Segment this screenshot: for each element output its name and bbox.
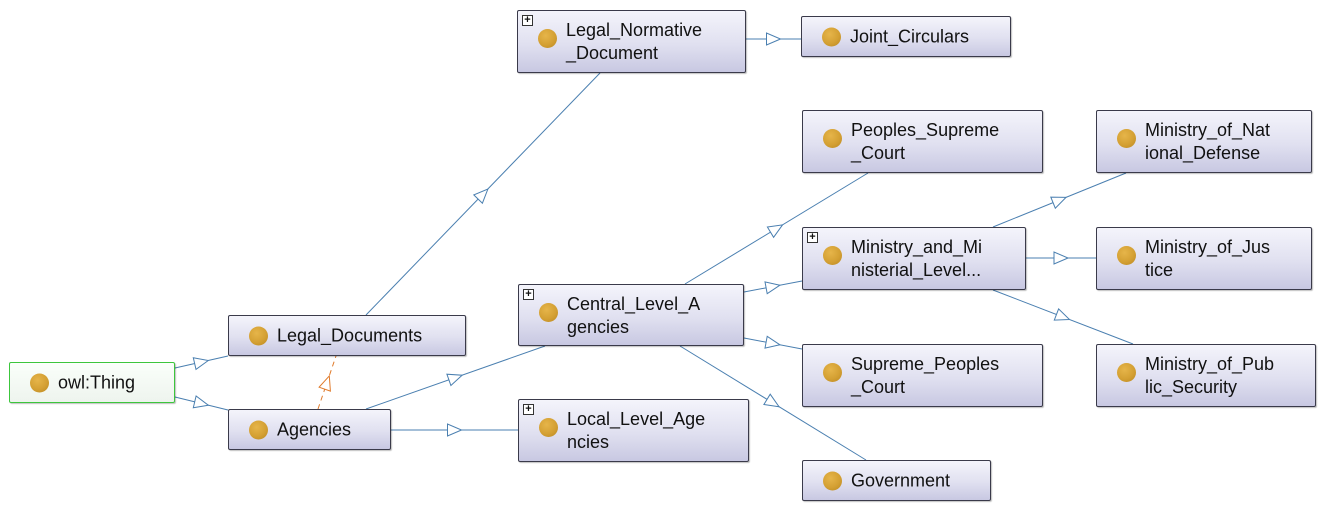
class-circle-icon (1117, 363, 1136, 382)
class-circle-icon (30, 373, 49, 392)
arrowhead-icon (763, 393, 781, 408)
class-node-joint-circulars[interactable]: Joint_Circulars (801, 16, 1011, 57)
plus-box-icon[interactable]: + (523, 404, 534, 415)
class-node-label: Supreme_Peoples _Court (851, 354, 1000, 397)
class-circle-icon (1117, 129, 1136, 148)
class-node-label: owl:Thing (58, 372, 136, 392)
class-circle-icon (249, 326, 268, 345)
plus-box-icon[interactable]: + (807, 232, 818, 243)
class-node-central-level-agencies[interactable]: + Central_Level_A gencies (518, 284, 744, 346)
class-node-owl-thing[interactable]: owl:Thing (9, 362, 175, 403)
class-node-ministry-and-ministerial-level[interactable]: + Ministry_and_Mi nisterial_Level... (802, 227, 1026, 290)
class-node-label: Legal_Documents (277, 325, 423, 345)
class-circle-icon (823, 129, 842, 148)
class-node-legal-normative-document[interactable]: + Legal_Normative _Document (517, 10, 746, 73)
plus-box-icon[interactable]: + (522, 15, 533, 26)
class-node-ministry-of-national-defense[interactable]: Ministry_of_Nat ional_Defense (1096, 110, 1312, 173)
class-circle-icon (1117, 246, 1136, 265)
class-circle-icon (822, 27, 841, 46)
arrowhead-icon (192, 357, 210, 371)
arrowhead-icon (1053, 251, 1070, 265)
class-node-label: Peoples_Supreme _Court (851, 120, 1000, 163)
class-node-label: Joint_Circulars (850, 26, 970, 46)
class-circle-icon (539, 303, 558, 322)
arrowhead-icon (447, 423, 463, 437)
class-node-label: Government (851, 470, 951, 490)
class-node-label: Ministry_of_Pub lic_Security (1145, 354, 1275, 397)
class-node-label: Agencies (277, 419, 352, 439)
class-circle-icon (538, 29, 557, 48)
plus-box-icon[interactable]: + (523, 289, 534, 300)
arrowhead-icon (766, 224, 784, 239)
class-circle-icon (823, 471, 842, 490)
class-node-government[interactable]: Government (802, 460, 991, 501)
class-node-label: Central_Level_A gencies (567, 294, 701, 337)
class-node-agencies[interactable]: Agencies (228, 409, 391, 450)
arrowhead-icon (764, 335, 782, 349)
class-circle-icon (539, 418, 558, 437)
class-circle-icon (249, 420, 268, 439)
arrowhead-icon (1053, 308, 1071, 321)
class-node-label: Ministry_of_Jus tice (1145, 237, 1271, 280)
class-node-supreme-peoples-court[interactable]: Supreme_Peoples _Court (802, 344, 1043, 407)
class-node-legal-documents[interactable]: Legal_Documents (228, 315, 466, 356)
arrowhead-icon (446, 373, 464, 387)
arrowhead-icon (318, 374, 331, 392)
class-node-peoples-supreme-court[interactable]: Peoples_Supreme _Court (802, 110, 1043, 173)
class-node-label: Ministry_and_Mi nisterial_Level... (851, 237, 983, 280)
class-circle-icon (823, 246, 842, 265)
class-node-ministry-of-justice[interactable]: Ministry_of_Jus tice (1096, 227, 1312, 290)
arrowhead-icon (764, 281, 782, 295)
arrowhead-icon (192, 395, 210, 409)
class-node-label: Ministry_of_Nat ional_Defense (1145, 120, 1271, 163)
class-node-ministry-of-public-security[interactable]: Ministry_of_Pub lic_Security (1096, 344, 1316, 407)
arrowhead-icon (472, 188, 489, 205)
class-circle-icon (823, 363, 842, 382)
class-node-label: Legal_Normative _Document (566, 20, 703, 63)
class-node-local-level-agencies[interactable]: + Local_Level_Age ncies (518, 399, 749, 462)
arrowhead-icon (766, 32, 782, 46)
class-node-label: Local_Level_Age ncies (567, 409, 706, 452)
arrowhead-icon (1050, 196, 1068, 210)
